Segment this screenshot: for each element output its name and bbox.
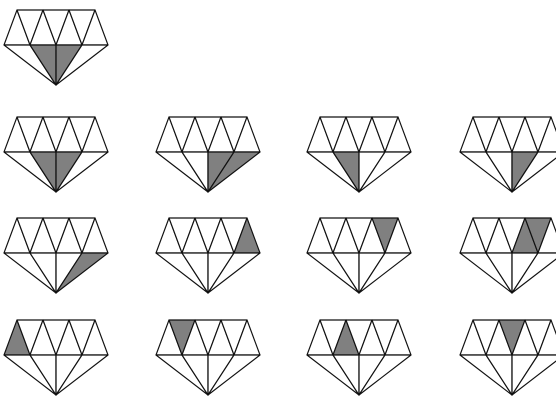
- gem-r3-c2: [307, 320, 411, 395]
- gems-layer: [4, 10, 556, 395]
- gem-r2-c0: [4, 218, 108, 293]
- gem-r1-c1: [156, 117, 260, 192]
- gem-r1-c3: [460, 117, 556, 192]
- gem-r3-c3: [460, 320, 556, 395]
- gem-r0-c0: [4, 10, 108, 85]
- gem-r1-c0: [4, 117, 108, 192]
- gem-r1-c2: [307, 117, 411, 192]
- gem-r2-c2: [307, 218, 411, 293]
- gem-r2-c1: [156, 218, 260, 293]
- gem-r2-c3: [460, 218, 556, 293]
- gem-r3-c1: [156, 320, 260, 395]
- gem-r3-c0: [4, 320, 108, 395]
